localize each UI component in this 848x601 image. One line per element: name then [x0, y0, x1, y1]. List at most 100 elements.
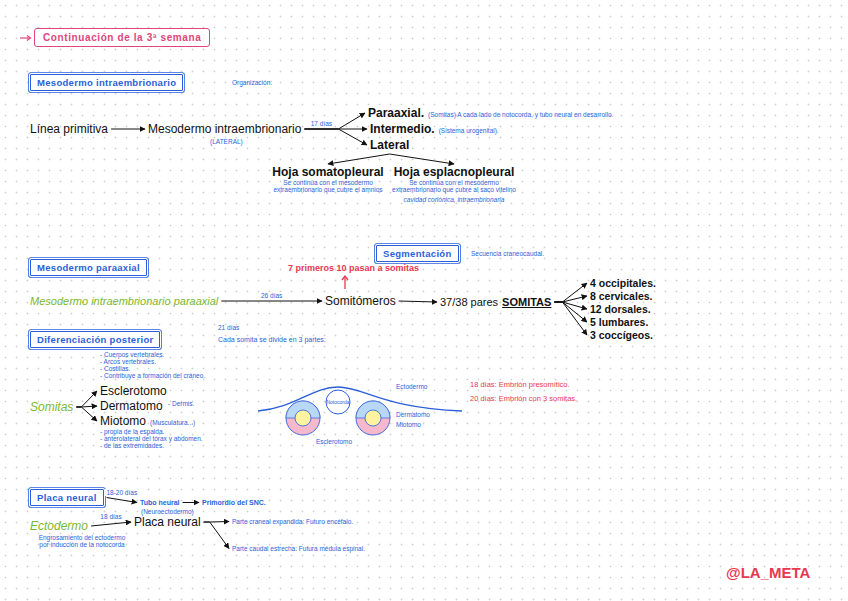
edge-label: 26 días: [260, 292, 283, 299]
text-node: Parte caudal estrecha: Futura médula esp…: [232, 537, 365, 555]
node-note: Placa neural: [134, 515, 201, 529]
pointer-arrow-head: [342, 276, 348, 280]
node-title: 3 coccígeos.: [590, 329, 653, 341]
text-node: Mesodermo intraembrionario paraaxial: [30, 291, 218, 309]
edge-label: 18-20 días: [105, 489, 138, 496]
node-note: Se continúa con el mesodermo extraembrio…: [268, 179, 388, 193]
node-title: Esclerotomo: [100, 384, 167, 398]
node-title: Parte craneal expandida: Futuro encéfalo…: [232, 518, 353, 525]
arrow-connector: [111, 129, 145, 130]
note-label: - de las extremidades.: [100, 442, 164, 449]
arrow-connector: [183, 502, 199, 503]
node-title: 4 occipitales.: [590, 277, 656, 289]
text-node: Hoja somatopleuralSe continúa con el mes…: [268, 165, 388, 193]
arrow-connector: [76, 407, 97, 421]
arrow-connector: [76, 391, 97, 407]
text-node: Dermatomo: [100, 396, 163, 414]
text-node: (Neuroectodermo)Placa neural: [134, 508, 201, 529]
note-label: - Cuerpos vertebrales.: [100, 351, 164, 358]
title-arrow-head: [27, 36, 31, 41]
note-label: 20 días: Embrión con 3 somitas.: [470, 394, 577, 403]
text-node: Miotomo (Musculatura...): [100, 411, 195, 429]
somite-ring: [286, 401, 320, 435]
somite-right: [356, 401, 390, 435]
watermark: @LA_META: [726, 564, 810, 581]
note-label: 7 primeros 10 pasan a somitas: [288, 263, 419, 273]
node-note: SOMITAS: [502, 296, 551, 308]
text-node: Lateral: [370, 135, 409, 153]
note-label: Engrosamiento del ectodermo por inducció…: [36, 534, 128, 548]
node-title: Línea primitiva: [30, 122, 108, 136]
text-node: Tubo neural: [140, 491, 180, 509]
node-title: Somitas: [30, 400, 73, 414]
notochord: [326, 390, 350, 414]
text-node: Somitómeros: [325, 291, 396, 309]
node-note: (LATERAL): [148, 138, 301, 145]
text-node: Línea primitiva: [30, 119, 108, 137]
section-header-box: Mesodermo paraaxial: [30, 259, 147, 276]
arrow-connector: [554, 302, 587, 309]
note-label: Ectodermo: [396, 383, 427, 390]
section-header-box: Mesodermo intraembrionario: [30, 74, 183, 91]
edge-label: 17 días: [310, 120, 333, 127]
note-label: Esclerotomo: [316, 438, 352, 445]
note-label: Miotomo: [396, 421, 421, 428]
node-note: Se continúa con el mesodermo extraembrio…: [392, 179, 516, 193]
arrow-connector: [107, 498, 137, 503]
arrow-connector: [399, 301, 437, 302]
text-node: 3 coccígeos.: [590, 325, 653, 343]
section-header-box: Diferenciación posterior: [30, 331, 160, 348]
title: Continuación de la 3ª semana: [34, 28, 210, 47]
node-title: Mesodermo intraembrionario paraaxial: [30, 295, 218, 307]
arrow-connector: [554, 302, 587, 335]
node-title: Mesodermo intraembrionario: [148, 122, 301, 136]
node-title: (Neuroectodermo): [134, 508, 201, 515]
text-node: 37/38 pares SOMITAS: [440, 292, 551, 310]
note-label: - Dermis.: [168, 400, 194, 407]
node-title: 37/38 pares: [440, 296, 498, 308]
node-note: (Musculatura...): [150, 419, 195, 426]
text-node: Mesodermo intraembrionario (LATERAL): [148, 119, 301, 145]
somite-left: [286, 401, 320, 435]
pointer-arrow: [344, 277, 345, 289]
note-label: Cada somita se divide en 3 partes:: [218, 336, 326, 343]
node-title: 8 cervicales.: [590, 290, 652, 302]
node-title: Miotomo: [100, 414, 146, 428]
title-arrow: [20, 37, 30, 38]
arrow-connector: [304, 129, 367, 145]
node-title: Segmentación: [383, 248, 452, 259]
arrow-connector: [390, 154, 454, 164]
node-title: Paraaxial.: [368, 106, 424, 120]
note-label: - propia de la espalda.: [100, 428, 164, 435]
text-node: Parte craneal expandida: Futuro encéfalo…: [232, 510, 353, 528]
node-title: Mesodermo paraaxial: [37, 262, 140, 273]
text-node: 12 dorsales.: [590, 299, 651, 317]
node-note: (Somitas) A cada lado de notocorda, y tu…: [428, 111, 613, 118]
node-note: cavidad coriónica, intraembrionaria: [392, 196, 516, 203]
note-label: 21 días: [218, 324, 239, 331]
somite-ring: [356, 401, 390, 435]
text-node: 5 lumbares.: [590, 312, 648, 330]
edge-label: 18 días: [99, 513, 122, 520]
node-title: Tubo neural: [140, 499, 180, 506]
note-label: Dermatomo: [396, 411, 430, 418]
node-title: 12 dorsales.: [590, 303, 651, 315]
note-label: 18 días: Embrión presomítico.: [470, 380, 570, 389]
node-title: 5 lumbares.: [590, 316, 648, 328]
node-title: Diferenciación posterior: [37, 334, 153, 345]
text-node: Primordio del SNC.: [202, 491, 266, 509]
arrow-connector: [91, 522, 131, 526]
note-label: - anterolateral del tórax y abdomen.: [100, 435, 203, 442]
text-node: Esclerotomo: [100, 381, 167, 399]
arrow-connector: [304, 113, 365, 129]
arrow-connector: [554, 296, 587, 302]
text-node: Paraaxial. (Somitas) A cada lado de notoc…: [368, 103, 613, 121]
note-label: - Costillas.: [100, 365, 130, 372]
arrow-connector: [554, 283, 587, 302]
somite-core: [295, 410, 311, 426]
section-header-box: Segmentación: [376, 245, 459, 262]
note-label: - Contribuye a formación del cráneo.: [100, 372, 205, 379]
node-title: Intermedio.: [370, 122, 435, 136]
note-label: Secuencia craneocaudal.: [471, 250, 544, 257]
